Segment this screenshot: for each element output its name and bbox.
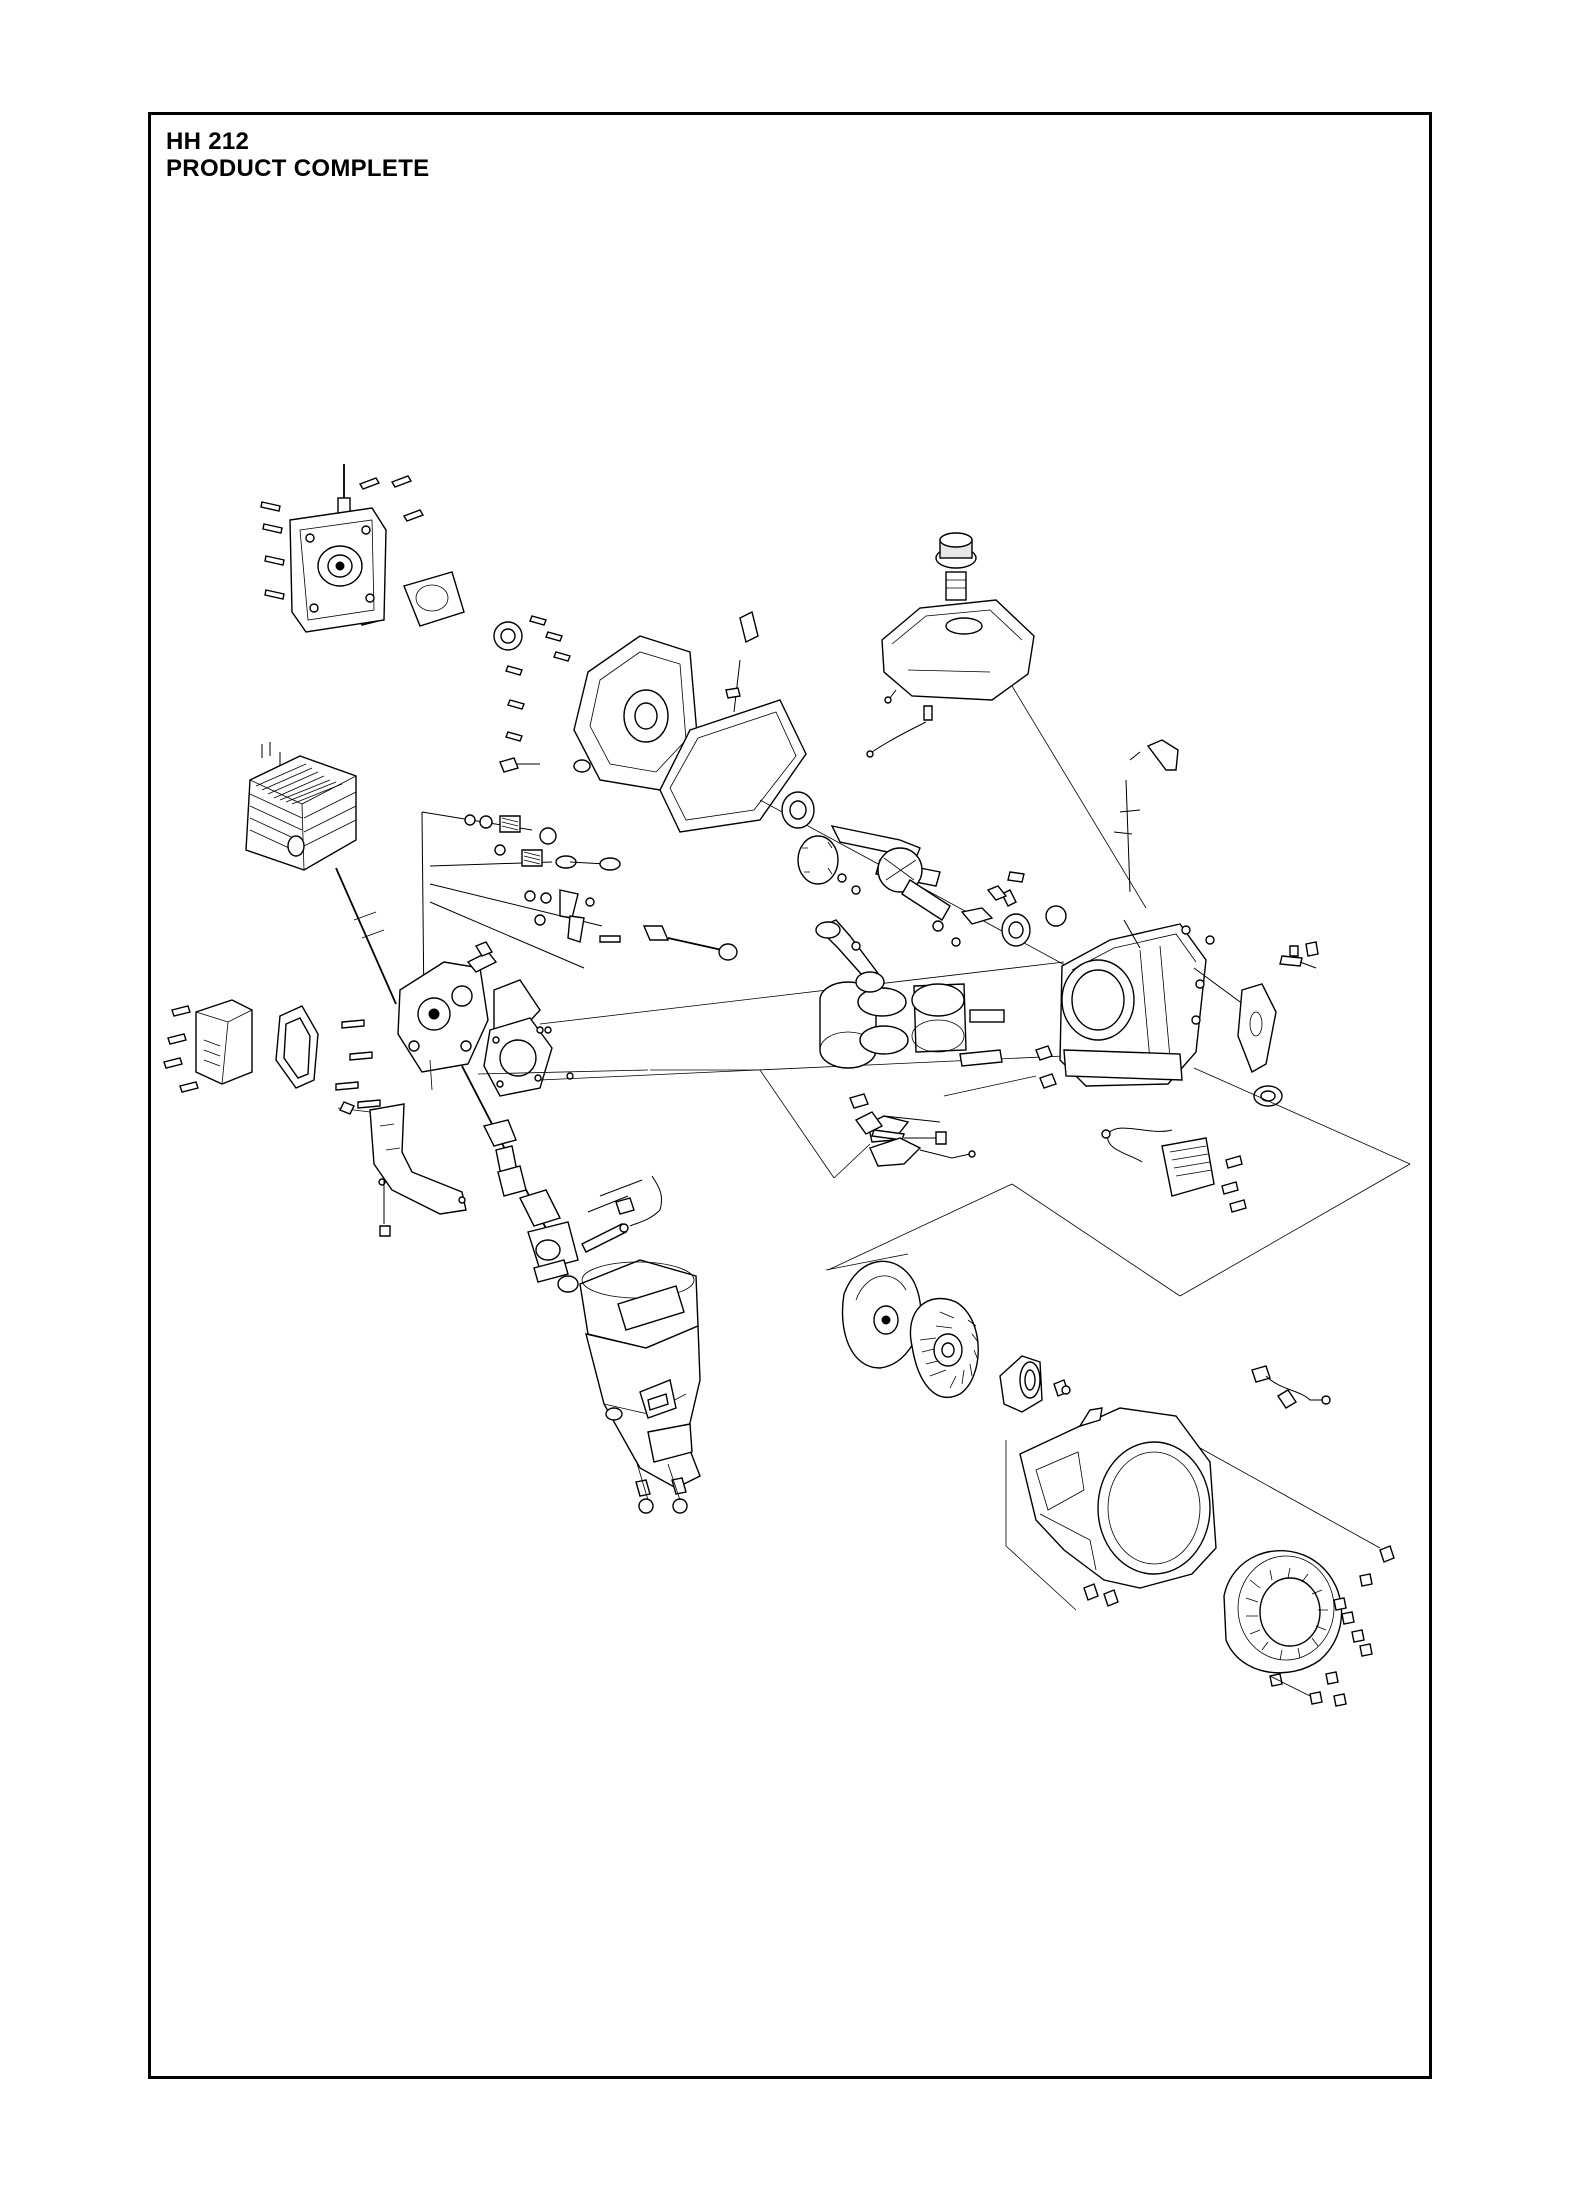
oil-alert-and-seal — [1193, 941, 1319, 1107]
valve-train — [421, 811, 738, 1011]
flywheel-assembly — [825, 1253, 979, 1398]
cover-bolts — [505, 615, 571, 742]
title-block: HH 212 PRODUCT COMPLETE — [166, 128, 429, 182]
reducer-cover-assembly — [260, 464, 523, 651]
heat-shield — [337, 1101, 467, 1237]
page-title: PRODUCT COMPLETE — [166, 155, 430, 182]
crankcase-cover — [499, 610, 759, 791]
connecting-rod — [815, 919, 885, 993]
throttle-bracket — [1113, 739, 1179, 893]
head-bolts — [335, 1019, 381, 1109]
valve-cover — [163, 999, 319, 1093]
head-gasket — [483, 1017, 553, 1097]
fuel-tank-assembly — [866, 532, 1035, 758]
page-border — [148, 112, 1432, 2079]
cylinder-head-cooling-fins — [245, 742, 397, 1005]
governor-parts — [932, 871, 1025, 947]
recoil-starter — [1223, 1550, 1373, 1707]
crankcase-block — [1035, 919, 1215, 1089]
ignition-coil — [1101, 1127, 1247, 1213]
control-lever — [854, 1111, 976, 1167]
fan-shroud — [1005, 1407, 1395, 1611]
air-cleaner-housing — [579, 1259, 701, 1514]
crankcase-gasket — [659, 699, 807, 833]
leader-lines — [477, 685, 1411, 1297]
carburetor-assembly — [429, 1059, 663, 1293]
model-title: HH 212 — [166, 128, 250, 155]
piston-assembly — [539, 961, 1065, 1081]
starter-cup — [999, 1355, 1071, 1413]
crankshaft-assembly — [759, 791, 1075, 971]
cylinder-head — [335, 941, 541, 1109]
stop-switch — [1251, 1365, 1331, 1409]
